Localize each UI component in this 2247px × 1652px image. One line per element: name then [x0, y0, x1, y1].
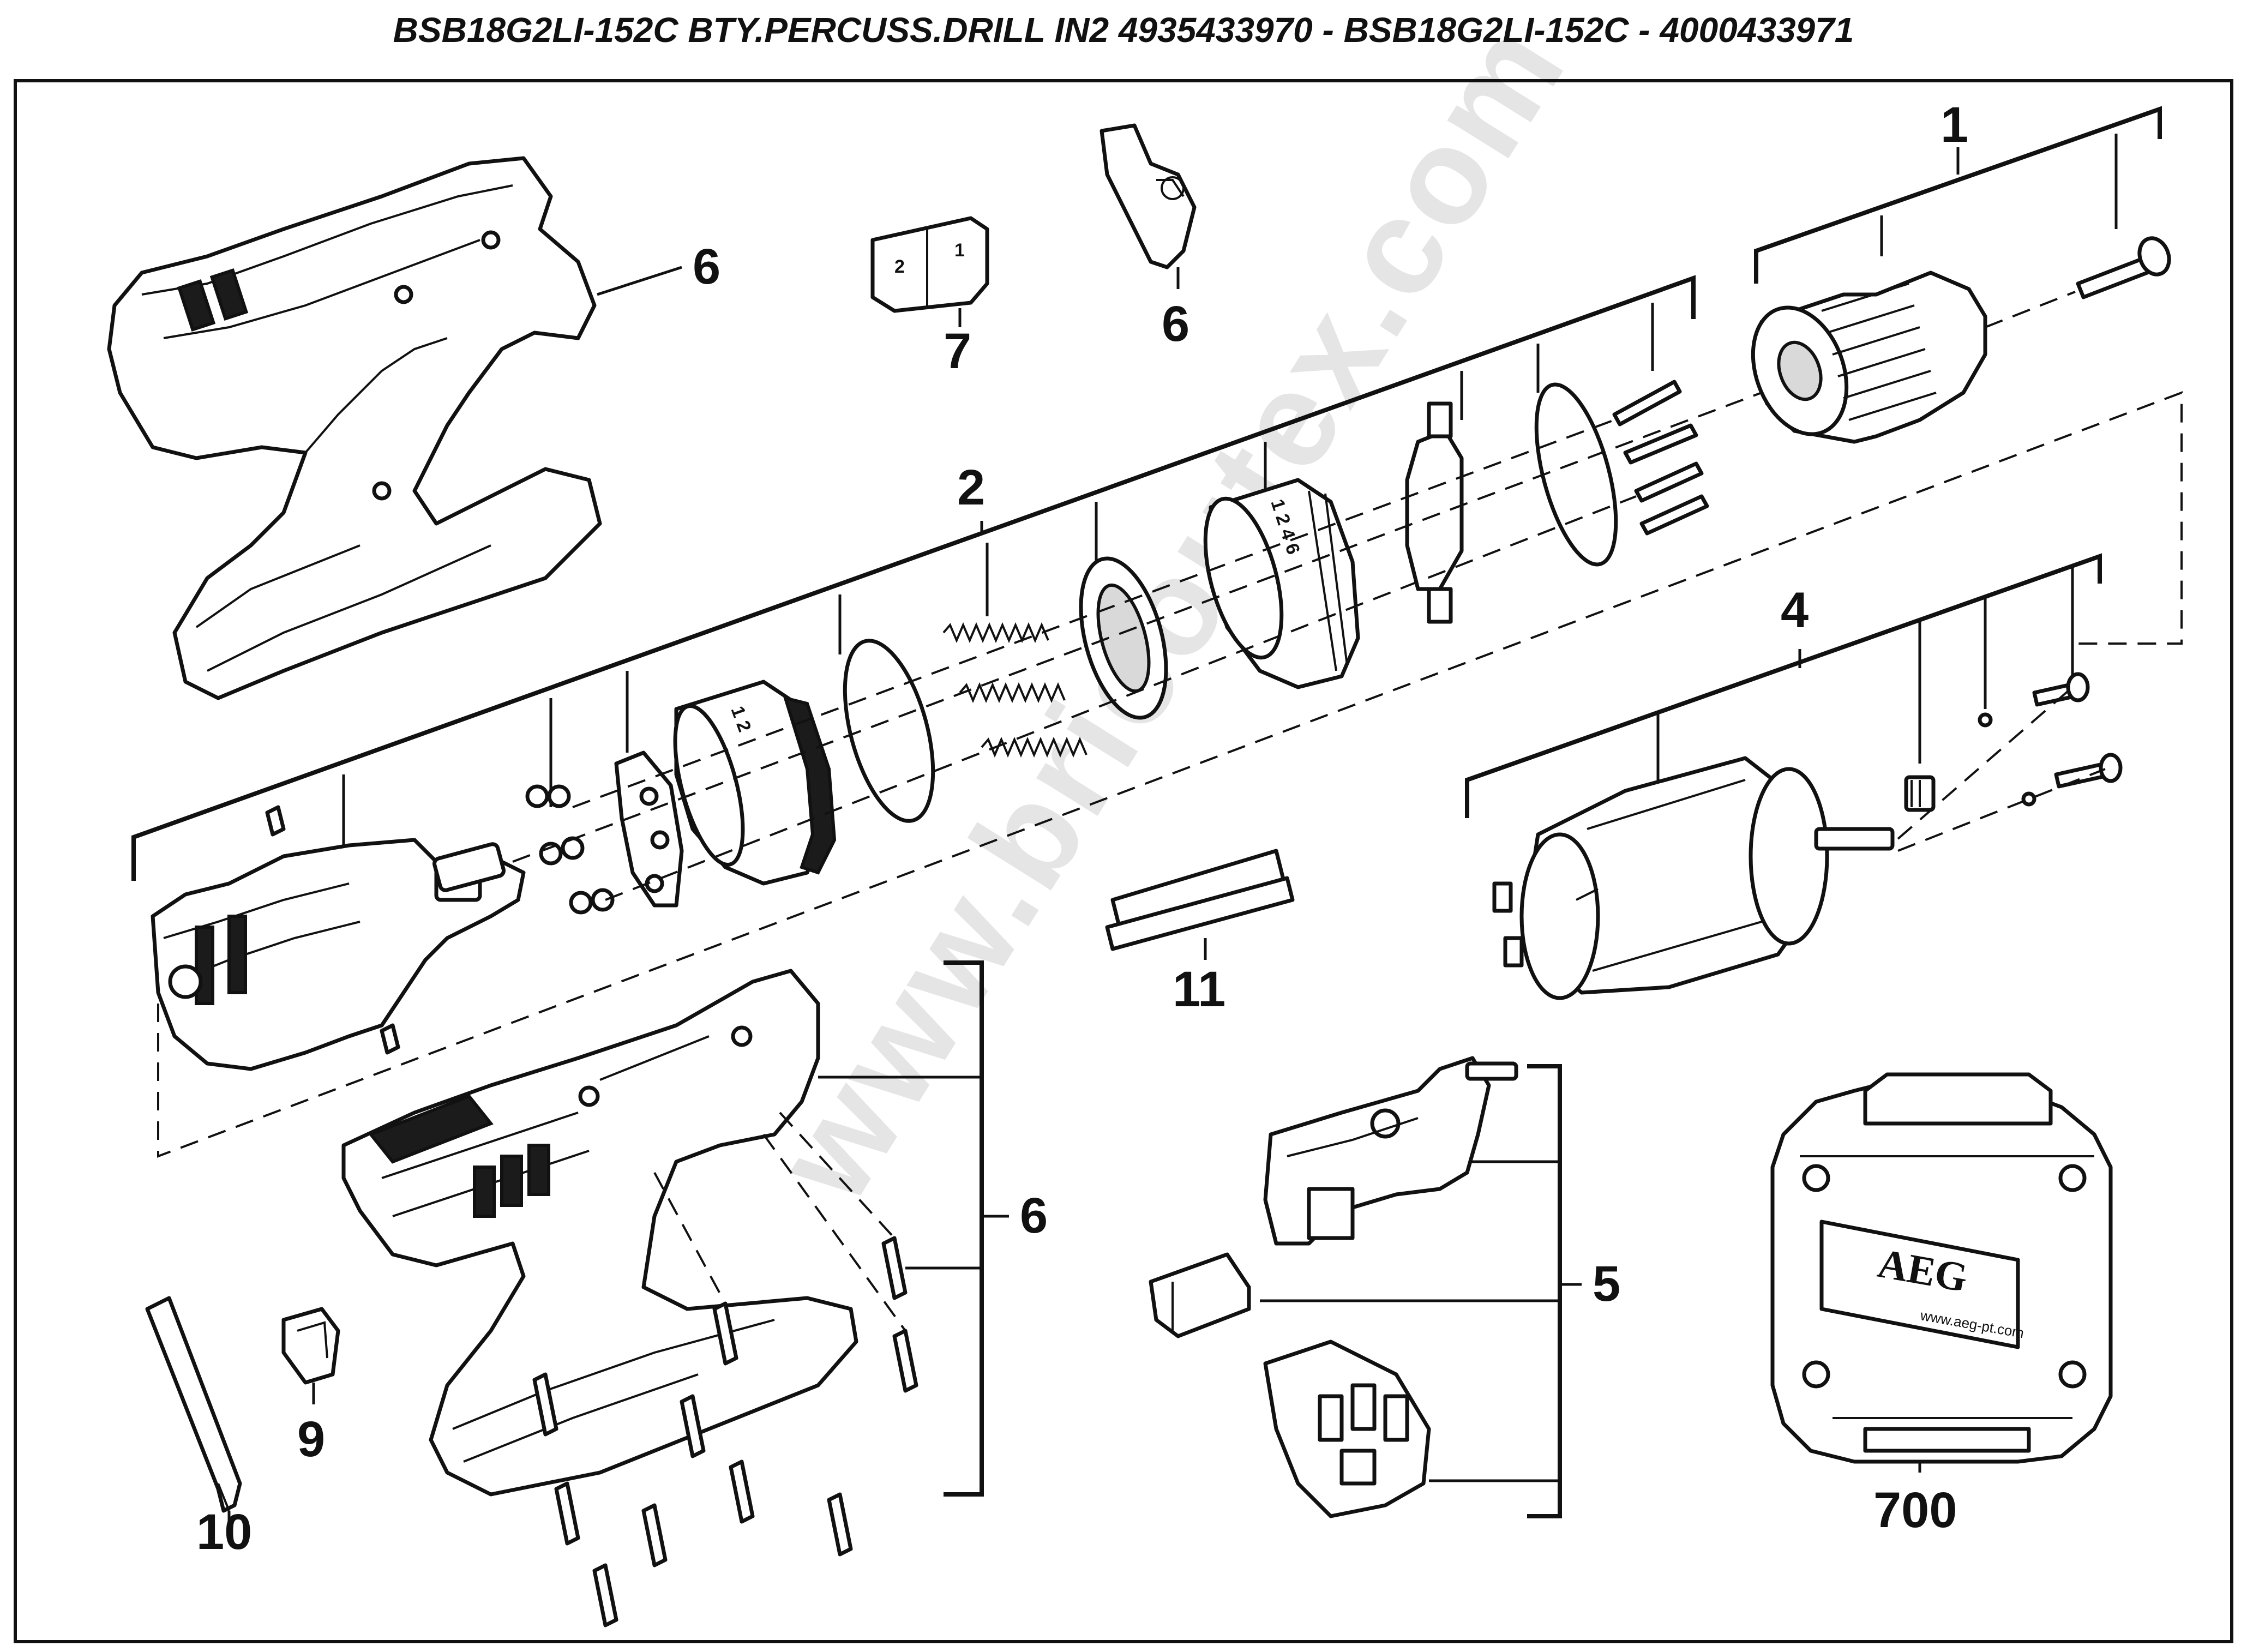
output-spindle: [432, 842, 506, 892]
ring-gear: [673, 680, 837, 886]
gear-selector-button: 2 1: [870, 216, 989, 313]
callout-1: 1: [1940, 97, 1968, 153]
chuck-screw: [2076, 236, 2171, 299]
bracket-switch: [1527, 1064, 1562, 1518]
gearbox-screws: [1612, 380, 1709, 536]
callout-10: 10: [196, 1504, 252, 1560]
diagram-frame: [14, 79, 2233, 1643]
callout-6-lower: 6: [1020, 1188, 1048, 1243]
steel-balls: [525, 784, 615, 915]
axis-line-3: [605, 495, 1637, 901]
callout-5: 5: [1593, 1256, 1620, 1312]
bracket-housing-lower: [944, 960, 984, 1497]
motor-screws: [1978, 672, 2123, 807]
forward-reverse-slider: [1100, 123, 1197, 269]
callout-4: 4: [1781, 582, 1809, 638]
callout-8: 7: [944, 323, 971, 379]
mode-bracket: [1405, 401, 1464, 624]
screwdriver-bit: [145, 1296, 242, 1513]
keyless-chuck: [1751, 271, 1987, 444]
housing-screws: [532, 1236, 918, 1627]
callout-9: 9: [297, 1411, 325, 1467]
pinion-gear: [1904, 775, 1936, 812]
carry-case: AEG www.aeg-pt.com: [1770, 1072, 2113, 1464]
enclosure-dashed: [157, 391, 2183, 1158]
clutch-plate: [1079, 556, 1168, 720]
callout-7: 6: [1162, 296, 1189, 352]
bracket-motor: [1465, 553, 2102, 818]
gearbox-clip-a: [265, 805, 286, 837]
bracket-chuck: [1754, 106, 2162, 284]
gearbox-clip-b: [380, 1023, 400, 1055]
callout-11: 11: [1173, 962, 1225, 1017]
housing-half-lower: [341, 969, 858, 1497]
selector-label-1: 1: [954, 240, 965, 261]
housing-half-upper: [107, 156, 602, 700]
axis-line-1: [512, 392, 1762, 863]
bracket-gearbox: [131, 275, 1696, 881]
trigger-switch: [1263, 1056, 1518, 1246]
washer-disk: [1534, 382, 1618, 567]
dc-motor: [1492, 756, 1895, 1000]
callout-700: 700: [1873, 1482, 1957, 1538]
bit-clip: [281, 1307, 340, 1385]
switch-link-sleeve: [1149, 1252, 1251, 1338]
callout-6-upper: 6: [693, 239, 720, 295]
torque-collar: [1203, 478, 1360, 689]
page-title: BSB18G2LI-152C BTY.PERCUSS.DRILL IN2 493…: [393, 10, 1854, 50]
o-ring: [843, 639, 935, 823]
callout-2: 2: [957, 460, 985, 515]
product-label: [1105, 849, 1295, 951]
selector-label-2: 2: [894, 256, 905, 277]
axis-line-2: [572, 419, 1615, 808]
battery-terminal-block: [1263, 1339, 1431, 1518]
planet-carrier: [614, 750, 684, 908]
